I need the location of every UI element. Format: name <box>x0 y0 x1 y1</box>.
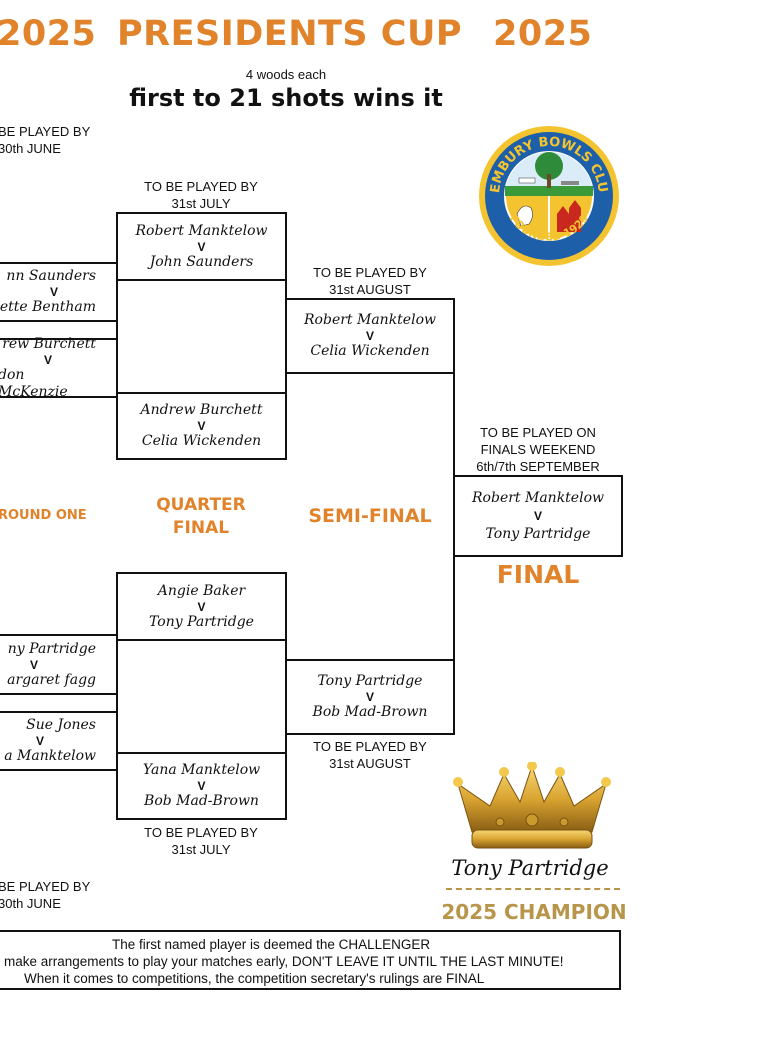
qf-match-4: Yana Manktelow V Bob Mad-Brown <box>116 752 287 820</box>
year-left: 2025 <box>0 14 97 54</box>
quarter-final-label: QUARTER FINAL <box>156 495 246 538</box>
footer-line-3: When it comes to competitions, the compe… <box>24 971 485 986</box>
subtitle: 4 woods each <box>245 67 327 82</box>
r1-match-4: Sue Jones V a Manktelow <box>0 711 118 771</box>
champion-label: 2025 CHAMPION <box>441 900 627 924</box>
qf-deadline-bottom: TO BE PLAYED BY 31st JULY <box>144 825 258 857</box>
rule-text: first to 21 shots wins it <box>129 84 443 112</box>
title-text: PRESIDENTS CUP <box>117 14 463 54</box>
club-logo: PEMBURY BOWLS CLUB FOUNDED 1929 <box>472 113 621 268</box>
connector-qf-3-4 <box>116 640 118 753</box>
connector-qf-1-2 <box>116 280 118 393</box>
round-one-deadline-bottom: BE PLAYED BY 30th JUNE <box>0 879 91 911</box>
qf-match-3: Angie Baker V Tony Partridge <box>116 572 287 641</box>
footer-notice: The first named player is deemed the CHA… <box>0 930 621 990</box>
final-deadline: TO BE PLAYED ON FINALS WEEKEND 6th/7th S… <box>476 425 600 474</box>
round-one-deadline-top: BE PLAYED BY 30th JUNE <box>0 124 91 156</box>
sf-deadline-bottom: TO BE PLAYED BY 31st AUGUST <box>313 739 427 771</box>
r1-match-2: rew Burchett V don McKenzie <box>0 336 118 400</box>
champion-divider <box>446 888 620 890</box>
champion-name: Tony Partridge <box>451 856 609 880</box>
r1-match-3: ny Partridge V argaret fagg <box>0 634 118 695</box>
connector-sf-final <box>453 373 455 660</box>
crown-icon <box>450 761 615 854</box>
sf-deadline-top: TO BE PLAYED BY 31st AUGUST <box>313 265 427 297</box>
qf-match-2: Andrew Burchett V Celia Wickenden <box>116 392 287 460</box>
qf-match-1: Robert Manktelow V John Saunders <box>116 212 287 281</box>
round-one-label: ROUND ONE <box>0 508 87 523</box>
year-right: 2025 <box>493 14 593 54</box>
final-label: FINAL <box>496 560 580 589</box>
sf-match-1: Robert Manktelow V Celia Wickenden <box>285 298 455 374</box>
connector-qf-sf-top <box>285 280 287 460</box>
r1-match-1: nn Saunders V ette Bentham <box>0 262 118 322</box>
semi-final-label: SEMI-FINAL <box>308 505 432 527</box>
qf-deadline-top: TO BE PLAYED BY 31st JULY <box>144 179 258 211</box>
connector-qf-sf-bottom <box>285 640 287 752</box>
footer-line-2: make arrangements to play your matches e… <box>4 954 564 969</box>
final-match: Robert Manktelow V Tony Partridge <box>453 475 623 557</box>
sf-match-2: Tony Partridge V Bob Mad-Brown <box>285 659 455 735</box>
footer-line-1: The first named player is deemed the CHA… <box>112 937 431 952</box>
